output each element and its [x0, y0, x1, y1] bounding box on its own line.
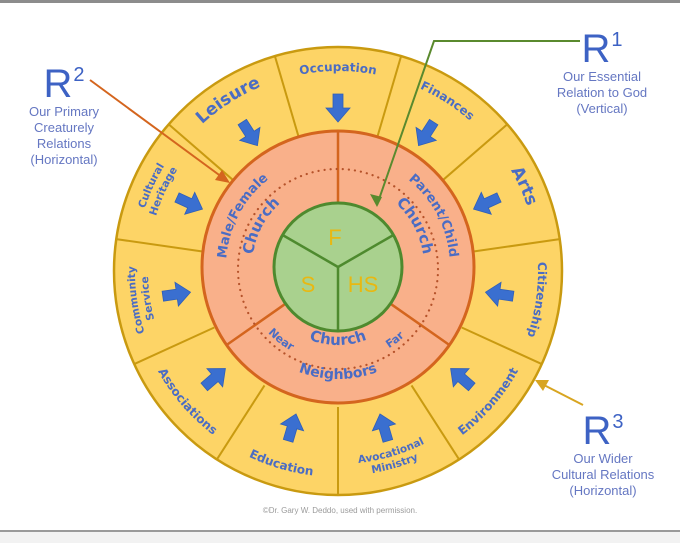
outer-ring-divider [375, 55, 403, 141]
middle-segment-label: Neighbors [297, 360, 379, 383]
inward-arrow-icon [371, 413, 397, 443]
inward-arrow-icon [415, 118, 439, 147]
r1-arrowhead-icon [370, 194, 382, 207]
callout-r3-letter: R [582, 409, 612, 453]
r1-connector-line [376, 40, 580, 206]
inward-arrow-icon [279, 413, 305, 443]
r3-arrowhead-icon [535, 380, 549, 391]
outer-ring-divider [168, 123, 236, 183]
callout-r3-line: (Horizontal) [569, 483, 637, 498]
outer-ring-divider [273, 55, 301, 141]
callout-r1-line: Our Essential [562, 69, 642, 84]
outer-ring-divider [461, 326, 543, 365]
outer-segment-occupation: Occupation [298, 60, 378, 123]
callout-r2-description: Our Primary Creaturely Relations (Horizo… [4, 104, 124, 168]
outer-ring-divider [410, 384, 460, 460]
inward-arrow-icon [472, 191, 502, 215]
callout-r2-line: Relations [36, 136, 92, 151]
outer-segment-label: Occupation [298, 60, 378, 78]
inward-arrow-icon [450, 368, 476, 392]
holy-spirit-label: HS [348, 272, 379, 297]
bottom-border [0, 530, 680, 543]
father-label: F [328, 225, 341, 250]
inner-circle-divider [281, 233, 339, 269]
inward-arrow-icon [200, 368, 226, 392]
outer-ring-divider [116, 238, 204, 253]
inward-arrow-icon [325, 93, 351, 123]
callout-r1-line: Relation to God [556, 85, 648, 100]
r2-arrowhead-icon [215, 170, 230, 183]
inward-arrow-icon [174, 191, 204, 215]
outer-ring-divider [440, 123, 508, 183]
outer-ring-divider [472, 238, 560, 253]
callout-r1-description: Our Essential Relation to God (Vertical) [537, 69, 667, 117]
inward-arrow-icon [484, 281, 515, 307]
copyright-credit: ©Dr. Gary W. Deddo, used with permission… [262, 506, 418, 515]
inner-circle: F HS S [272, 201, 404, 333]
outer-ring-divider [133, 326, 215, 365]
callout-r2-line: Our Primary [28, 104, 100, 119]
callout-r1: R1 Our Essential Relation to God (Vertic… [537, 20, 667, 117]
r3-connector-line [539, 382, 584, 406]
dotted-boundary [236, 167, 440, 371]
callout-r3-superscript: 3 [612, 411, 624, 433]
callout-r2-line: (Horizontal) [30, 152, 98, 167]
callout-r3-line: Cultural Relations [551, 467, 655, 482]
middle-ring-divider [389, 302, 451, 347]
callout-r1-line: (Vertical) [576, 101, 628, 116]
top-border [0, 0, 680, 3]
callout-connectors [89, 40, 584, 406]
inward-arrow-icon [237, 118, 261, 147]
callout-r1-symbol: R1 [537, 20, 667, 69]
callout-r2-letter: R [43, 62, 73, 106]
callout-r2: R2 Our Primary Creaturely Relations (Hor… [4, 55, 124, 168]
callout-r1-letter: R [581, 27, 611, 71]
outer-ring-divider [216, 384, 266, 460]
son-label: S [301, 272, 316, 297]
callout-r3-description: Our Wider Cultural Relations (Horizontal… [528, 451, 678, 499]
callout-r2-line: Creaturely [34, 120, 94, 135]
inward-arrow-icon [161, 281, 192, 307]
inner-circle-divider [337, 233, 395, 269]
callout-r1-superscript: 1 [611, 29, 623, 51]
callout-r3-symbol: R3 [528, 402, 678, 451]
r2-connector-line [89, 79, 227, 181]
church-label: Church [308, 326, 369, 349]
callout-r3: R3 Our Wider Cultural Relations (Horizon… [528, 402, 678, 499]
middle-ring-divider [225, 302, 287, 347]
callout-r3-line: Our Wider [573, 451, 633, 466]
callout-r2-superscript: 2 [73, 64, 85, 86]
callout-r2-symbol: R2 [4, 55, 124, 104]
